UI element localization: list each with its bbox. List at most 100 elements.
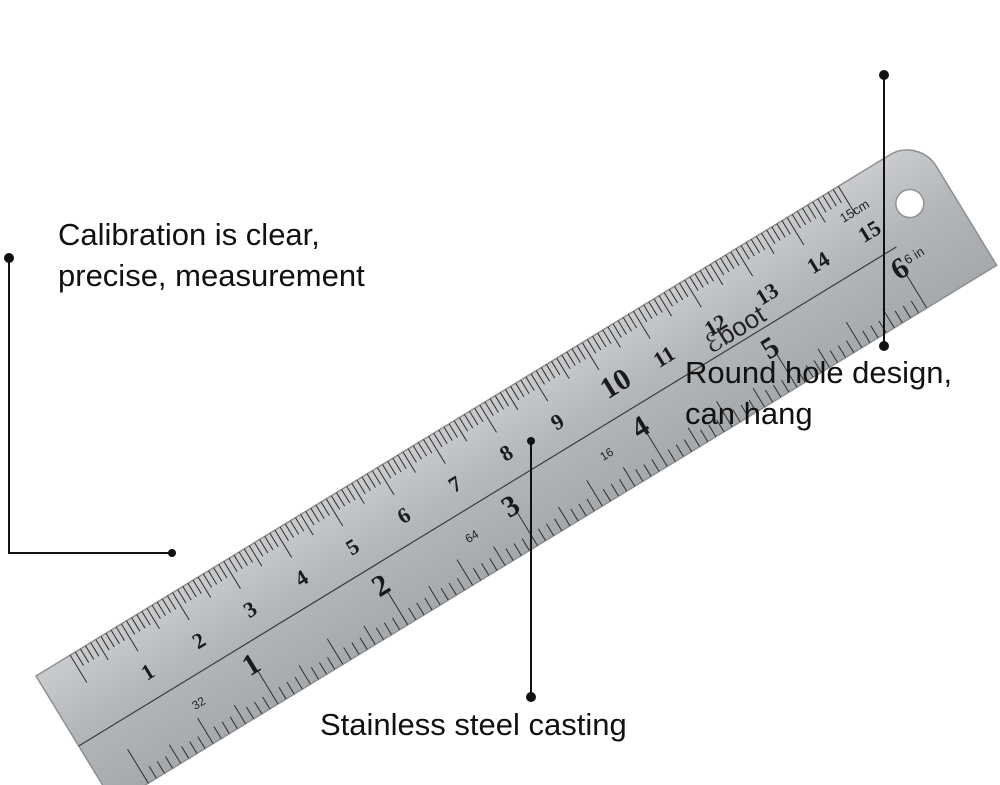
leader-dot [879,341,889,351]
inch-tick [256,669,279,705]
inch-tick [318,662,328,675]
inch-tick [408,607,417,621]
inch-tick [805,365,814,378]
inch-tick [298,665,311,685]
mm-tick [540,367,551,382]
mm-tick [136,614,146,629]
inch-tick [716,400,733,428]
inch-tick [213,726,222,739]
mm-tick [126,620,136,635]
mm-tick [351,482,365,504]
mm-tick [725,254,735,269]
mm-tick [474,407,484,423]
inch-tick [740,404,749,418]
inch-tick [391,617,401,631]
inch-tick [708,424,717,437]
mm-tick [561,354,571,369]
mm-tick [361,476,371,491]
mm-tick [202,573,213,588]
mm-tick [120,623,139,652]
mm-tick [320,501,330,516]
inch-tick [773,384,782,398]
mm-tick [699,270,709,285]
inch-tick [570,508,579,522]
mm-tick [254,542,264,557]
mm-tick [69,654,88,683]
mm-tick [694,273,704,288]
mm-tick [638,307,648,323]
mm-tick [520,379,530,394]
scale-divider-line [78,246,897,747]
inch-tick [440,587,449,601]
mm-tick [684,279,702,308]
mm-tick [791,214,802,229]
mm-tick [366,473,376,488]
mm-tick [766,229,776,244]
mm-tick [79,648,90,663]
mm-tick [627,314,638,329]
leader-dot [526,692,536,702]
mm-tick [392,457,402,473]
inch-tick [168,744,182,764]
callout-calibration-line2: precise, measurement [58,258,365,293]
mm-tick [161,598,172,613]
mm-tick [709,264,724,286]
inch-tick [359,637,368,650]
inch-tick [516,511,538,546]
mm-tick [382,464,392,479]
inch-tick [846,340,855,353]
mm-tick [115,626,125,641]
inch-tick [586,498,595,512]
inch-tick [493,546,506,566]
inch-tick [262,696,271,710]
inch-tick [127,748,149,784]
mm-tick [412,445,423,460]
inch-tick [164,756,174,769]
mm-tick [187,582,197,598]
inch-tick [578,503,587,517]
mm-tick [100,636,110,651]
mm-tick [438,429,448,445]
inch-tick [363,625,376,645]
mm-tick [300,514,314,536]
callout-leader-hole [879,70,889,351]
mm-tick [607,326,621,348]
mm-tick [674,286,684,301]
inch-tick [894,310,903,324]
inch-tick [473,568,482,581]
inch-tick [489,558,498,571]
mm-tick [704,267,714,282]
mm-tick [827,192,837,207]
inch-tick [456,577,465,591]
mm-tick [781,220,791,235]
inch-tick [817,348,830,368]
inch-tick [513,543,522,556]
mm-tick [515,382,525,398]
mm-tick [658,295,673,317]
ruler-body [34,149,998,785]
mm-tick [269,532,279,548]
inch-tick [375,627,384,640]
mm-tick [417,442,428,457]
mm-tick [602,329,612,344]
mm-tick [750,239,761,254]
inch-tick [416,602,425,616]
leader-dot [168,549,176,557]
mm-tick [228,557,238,573]
mm-tick [223,561,241,589]
mm-tick [822,195,832,210]
mm-tick [218,564,228,579]
mm-tick [371,470,382,485]
inch-tick [764,389,774,403]
inch-tick [233,704,247,725]
mm-tick [289,520,300,535]
mm-tick [612,323,622,338]
mm-tick [453,420,468,442]
inch-tick [667,449,676,462]
mm-tick [346,486,356,501]
mm-tick [407,448,417,463]
mm-tick [402,451,416,473]
mm-tick [264,536,274,551]
inch-tick [197,736,206,749]
